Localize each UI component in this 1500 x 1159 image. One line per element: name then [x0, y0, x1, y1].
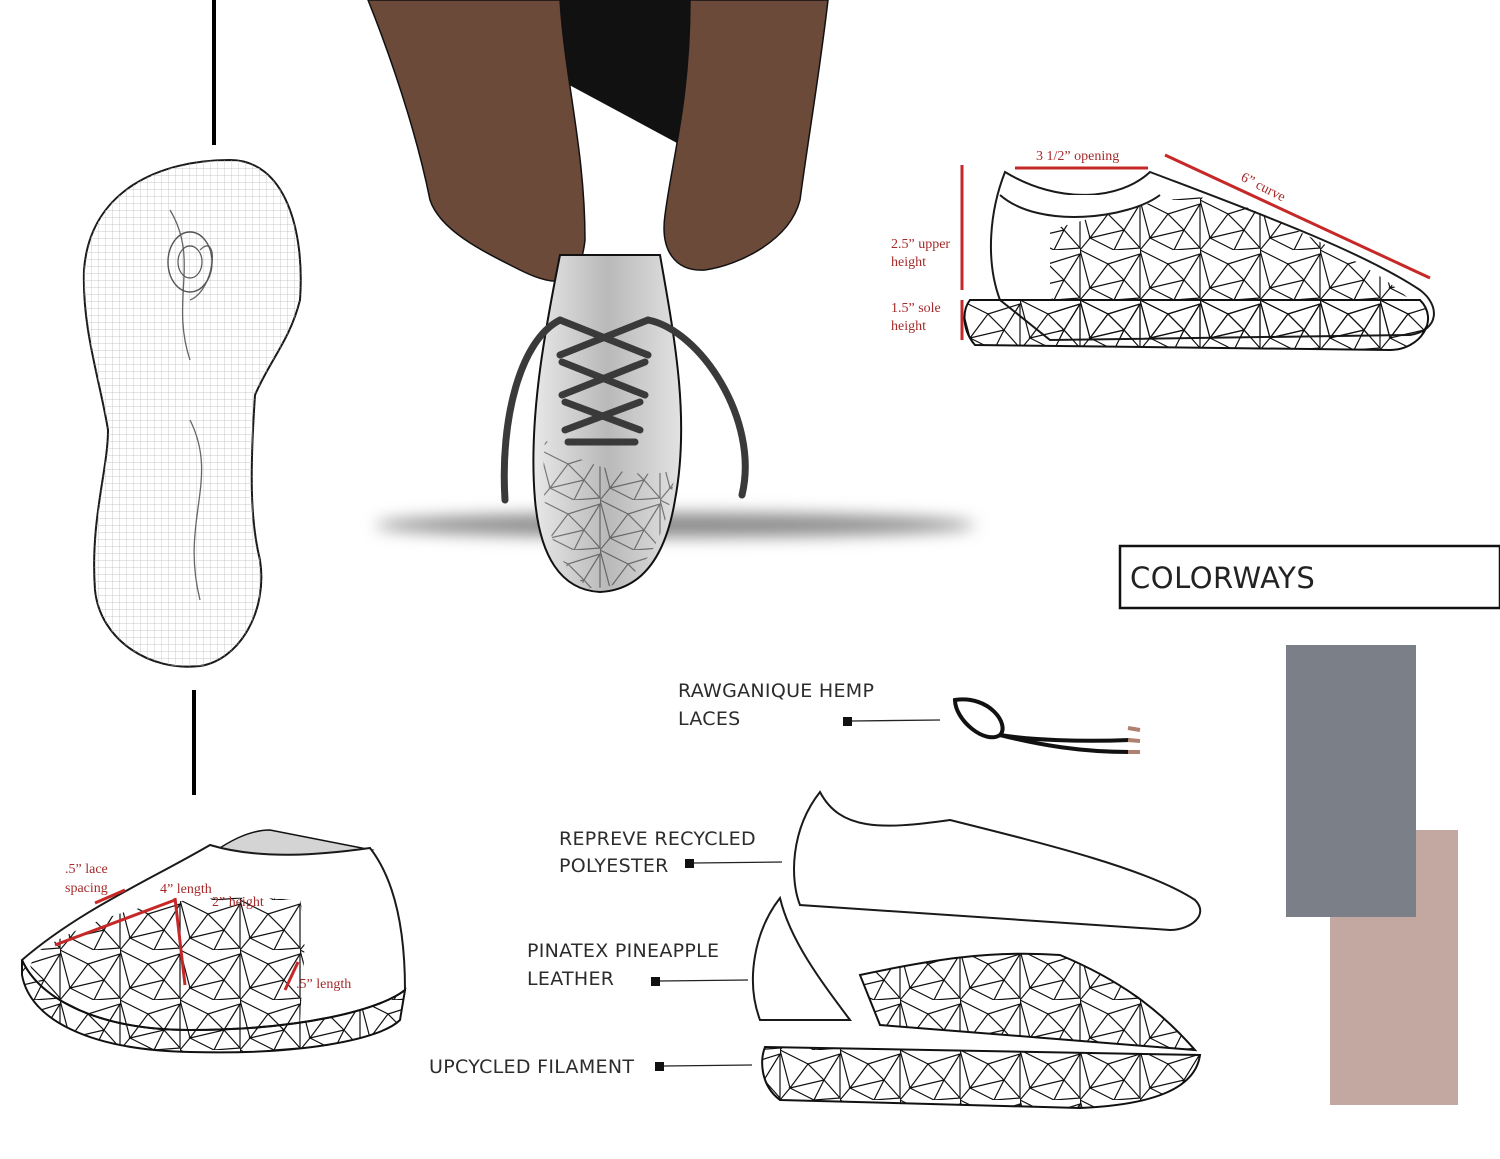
shoe-three-quarter-view: .5” lace spacing 4” length 2” height .5”… — [20, 829, 407, 1054]
dimension-lace-spacing: .5” lace — [65, 862, 108, 877]
dimension-half-length: .5” length — [296, 977, 351, 992]
colorways-box — [1118, 544, 1500, 610]
dimension-2-height: 2” height — [212, 895, 264, 910]
swatch-gray-overlap — [1286, 830, 1416, 917]
colorways-section: COLORWAYS — [1118, 544, 1500, 1105]
leader-marker — [685, 859, 694, 868]
label-pinatex-2: LEATHER — [527, 968, 614, 990]
dimension-upper-height-2: height — [891, 255, 926, 270]
leather-part — [751, 895, 852, 1021]
ground-shadow — [375, 513, 975, 537]
dimension-upper-height: 2.5” upper — [891, 237, 950, 252]
shoe-side-view-dimensions: 3 1/2” opening 6” curve 2.5” upper heigh… — [891, 149, 1435, 352]
label-hemp-laces: RAWGANIQUE HEMP — [678, 680, 874, 702]
colorways-title: COLORWAYS — [1130, 561, 1315, 595]
leader-marker — [843, 717, 852, 726]
shoe-laces — [500, 316, 749, 504]
hemp-laces-image — [952, 697, 1141, 754]
dimension-sole-height: 1.5” sole — [891, 301, 941, 316]
upper-part — [793, 790, 1202, 932]
label-repreve: REPREVE RECYCLED — [559, 828, 756, 850]
label-pinatex: PINATEX PINEAPPLE — [527, 940, 719, 962]
dimension-opening: 3 1/2” opening — [1036, 149, 1119, 164]
right-hand — [663, 0, 829, 271]
label-hemp-laces-2: LACES — [678, 708, 741, 730]
outsole-illustration — [82, 0, 302, 795]
dimension-sole-height-2: height — [891, 319, 926, 334]
leather-pattern — [858, 952, 1198, 1052]
hands-tying-shoe-illustration — [367, 0, 975, 594]
leader-marker — [655, 1062, 664, 1071]
sole-part — [761, 1045, 1202, 1110]
label-repreve-2: POLYESTER — [559, 855, 669, 877]
materials-exploded-view: RAWGANIQUE HEMP LACES REPREVE RECYCLED P… — [429, 680, 1202, 1110]
leader-marker — [651, 977, 660, 986]
label-upcycled-filament: UPCYCLED FILAMENT — [429, 1056, 634, 1078]
dimension-lace-spacing-2: spacing — [65, 881, 108, 896]
dimension-4-length: 4” length — [160, 882, 212, 897]
left-hand — [367, 0, 586, 282]
